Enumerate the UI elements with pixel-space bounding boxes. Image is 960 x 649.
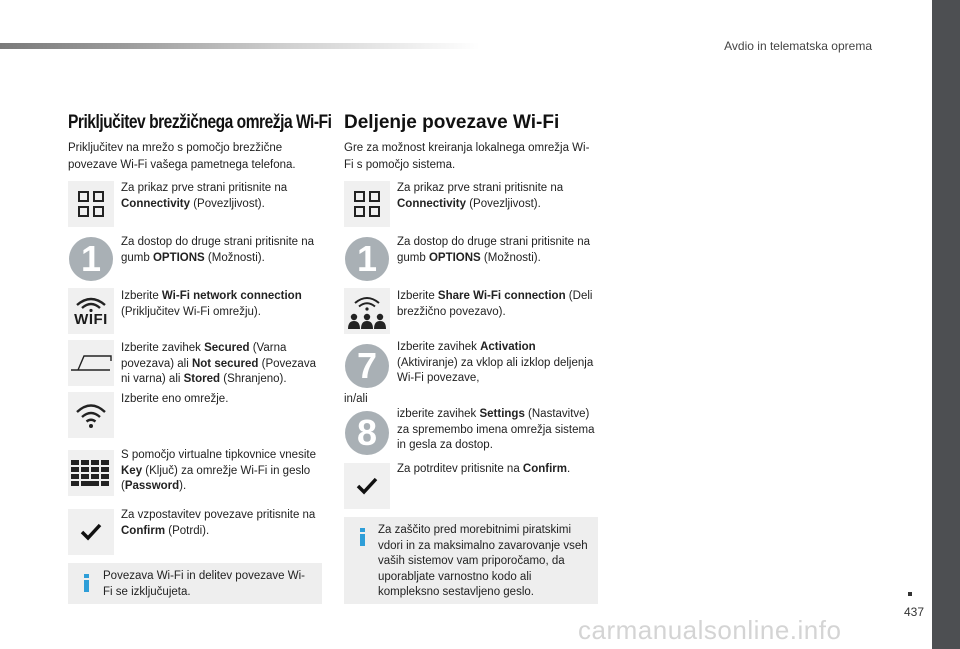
keyboard-icon xyxy=(68,450,114,496)
right-info-box: Za zaščito pred morebitnimi piratskimi v… xyxy=(344,517,598,604)
right-step-2-number: 1 xyxy=(344,236,390,282)
right-step-2-text: Za dostop do druge strani pritisnite na … xyxy=(397,236,591,264)
right-intro: Gre za možnost kreiranja lokalnega omrež… xyxy=(344,142,590,171)
lock-field-icon xyxy=(68,340,114,386)
check-icon xyxy=(344,463,390,509)
left-step-5-text: Izberite eno omrežje. xyxy=(121,393,229,405)
right-step-5-text: izberite zavihek Settings (Nastavitve) z… xyxy=(397,408,595,451)
right-step-1-text: Za prikaz prve strani pritisnite na Conn… xyxy=(397,182,564,210)
left-step-6-text: S pomočjo virtualne tipkovnice vnesite K… xyxy=(121,449,316,492)
info-icon xyxy=(82,574,90,592)
left-info-box: Povezava Wi-Fi in delitev povezave Wi-Fi… xyxy=(68,563,322,604)
left-step-2-number: 1 xyxy=(68,236,114,282)
left-step-7-text: Za vzpostavitev povezave pritisnite na C… xyxy=(121,509,316,537)
side-tab-strip xyxy=(932,0,960,649)
left-step-4-text: Izberite zavihek Secured (Varna povezava… xyxy=(121,342,316,385)
right-step-4-text: Izberite zavihek Activation (Aktiviranje… xyxy=(397,341,594,384)
watermark: carmanualsonline.info xyxy=(578,615,842,645)
left-title: Priključitev brezžičnega omrežja Wi-Fi xyxy=(68,112,332,133)
grid-icon xyxy=(68,181,114,227)
or-label: in/ali xyxy=(344,393,368,405)
right-step-6-text: Za potrditev pritisnite na Confirm. xyxy=(397,463,571,475)
right-step-4-number: 7 xyxy=(344,343,390,389)
check-icon xyxy=(68,509,114,555)
right-step-5-number: 8 xyxy=(344,410,390,456)
left-step-3-text: Izberite Wi-Fi network connection (Prikl… xyxy=(121,290,302,318)
info-icon xyxy=(358,528,366,546)
right-title: Deljenje povezave Wi-Fi xyxy=(344,112,560,133)
page-number: 437 xyxy=(903,605,924,619)
left-step-1-text: Za prikaz prve strani pritisnite na Conn… xyxy=(121,182,288,210)
left-intro: Priključitev na mrežo s pomočjo brezžičn… xyxy=(68,142,296,171)
wifi-text-icon: WIFI xyxy=(68,288,114,334)
right-info-text: Za zaščito pred morebitnimi piratskimi v… xyxy=(378,524,588,598)
right-step-3-text: Izberite Share Wi-Fi connection (Deli br… xyxy=(397,290,593,318)
left-info-text: Povezava Wi-Fi in delitev povezave Wi-Fi… xyxy=(103,570,305,598)
wifi-icon xyxy=(68,392,114,438)
section-title: Avdio in telematska oprema xyxy=(724,39,872,53)
share-wifi-icon xyxy=(344,288,390,334)
page-marker xyxy=(908,592,912,596)
left-step-2-text: Za dostop do druge strani pritisnite na … xyxy=(121,236,315,264)
grid-icon xyxy=(344,181,390,227)
header-gradient-bar xyxy=(0,43,480,49)
